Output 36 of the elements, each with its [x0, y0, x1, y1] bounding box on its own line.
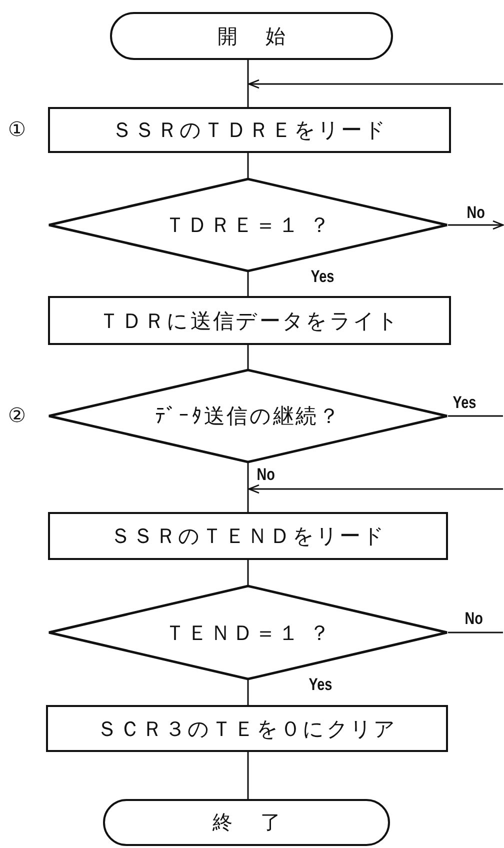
arrow: [248, 484, 503, 494]
node-text: ＳＣＲ３のＴＥを０にクリア: [96, 716, 398, 742]
process-box: [46, 705, 448, 752]
arrow: [448, 220, 504, 230]
node-text: 開始: [218, 22, 314, 50]
process-box: [48, 107, 451, 153]
terminal-box: [103, 799, 390, 846]
node-text: ﾃﾞｰﾀ送信の継続？: [154, 403, 342, 430]
edge-label: Yes: [452, 394, 478, 411]
edge-label: No: [466, 204, 486, 221]
connector-line: [448, 632, 503, 634]
connector-line: [247, 752, 249, 799]
node-text: ＴＤＲに送信データをライト: [98, 308, 400, 334]
node-text: ＴＤＲＥ＝１ ？: [164, 212, 332, 239]
connector-line: [247, 463, 249, 512]
connector-line: [247, 345, 249, 369]
terminal-box: [110, 12, 393, 60]
connector-line: [247, 680, 249, 705]
arrow: [248, 79, 503, 89]
node-text: 終了: [212, 809, 308, 836]
connector-line: [247, 153, 249, 178]
edge-label: No: [256, 466, 276, 483]
edge-label: No: [464, 610, 484, 627]
node-text: ＳＳＲのＴＤＲＥをリード: [111, 117, 388, 144]
node-text: ＳＳＲのＴＥＮＤをリード: [110, 523, 386, 550]
connector-line: [247, 560, 249, 585]
step-number: ①: [8, 117, 26, 141]
connector-line: [247, 60, 249, 107]
edge-label: Yes: [310, 268, 336, 285]
step-number: ②: [8, 403, 26, 427]
connector-line: [247, 272, 249, 296]
process-box: [48, 296, 451, 345]
process-box: [48, 512, 448, 560]
node-text: ＴＥＮＤ＝１ ？: [164, 620, 332, 646]
connector-line: [448, 415, 503, 417]
edge-label: Yes: [308, 676, 334, 693]
